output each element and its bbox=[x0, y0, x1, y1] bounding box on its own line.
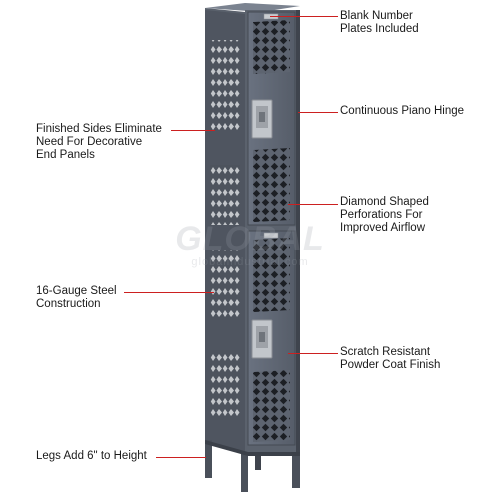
number-plate-icon bbox=[263, 232, 279, 239]
callout-powder-coat: Scratch Resistant Powder Coat Finish bbox=[340, 346, 441, 371]
locker-legs bbox=[205, 440, 300, 492]
watermark-url: globalindustrial.com bbox=[191, 256, 309, 268]
leader-legs bbox=[156, 457, 206, 458]
upper-door bbox=[247, 11, 296, 226]
diamond-vent-icon bbox=[253, 370, 290, 442]
callout-gauge-steel: 16-Gauge Steel Construction bbox=[36, 285, 117, 310]
padlock-hasp-icon bbox=[251, 319, 273, 359]
diamond-vent-icon bbox=[253, 148, 290, 222]
callout-diamond-perforations: Diamond Shaped Perforations For Improved… bbox=[340, 196, 429, 234]
leader-powder-coat bbox=[288, 353, 338, 354]
callout-finished-sides: Finished Sides Eliminate Need For Decora… bbox=[36, 123, 162, 161]
leader-finished-sides bbox=[171, 130, 215, 131]
locker-side-panel bbox=[205, 10, 245, 452]
watermark-brand: GLOBAL bbox=[175, 220, 325, 258]
diamond-vent-icon bbox=[253, 20, 290, 74]
leader-number-plates bbox=[270, 16, 338, 17]
lower-door bbox=[247, 230, 296, 446]
padlock-hasp-icon bbox=[251, 99, 273, 139]
callout-legs: Legs Add 6" to Height bbox=[36, 450, 147, 462]
leader-piano-hinge bbox=[298, 112, 338, 113]
watermark: GLOBAL globalindustrial.com bbox=[160, 222, 340, 268]
diamond-vent-icon bbox=[253, 238, 290, 312]
leader-gauge-steel bbox=[124, 292, 214, 293]
callout-number-plates: Blank Number Plates Included bbox=[340, 10, 419, 35]
leader-diamond-perforations bbox=[288, 204, 338, 205]
callout-piano-hinge: Continuous Piano Hinge bbox=[340, 105, 465, 117]
